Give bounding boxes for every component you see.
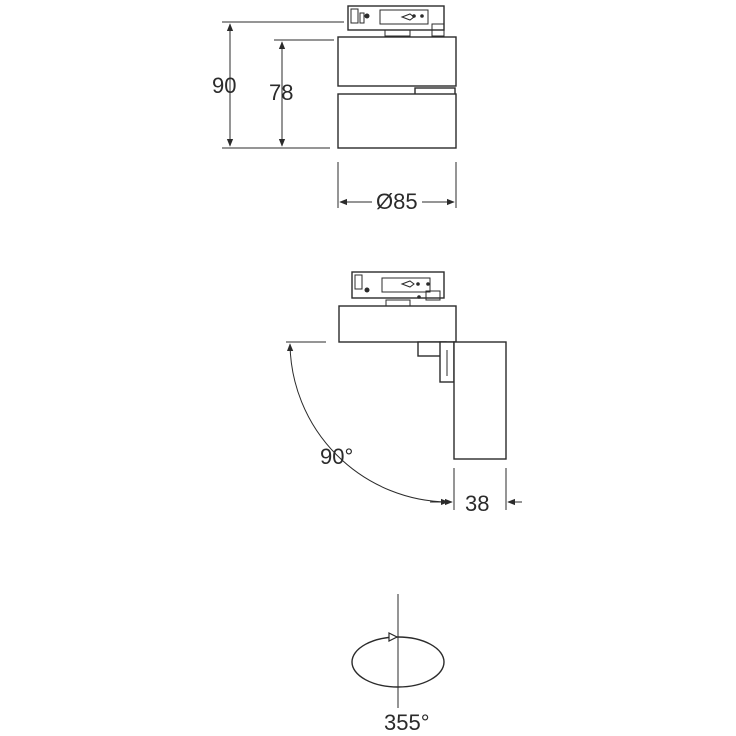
- tilt-arc: 90°: [286, 341, 449, 506]
- upper-housing: [337, 36, 457, 87]
- height-body-label: 78: [269, 80, 293, 105]
- rotation-view: 355°: [351, 594, 445, 735]
- tilt-joint: [417, 341, 455, 383]
- track-adapter: [347, 5, 445, 37]
- head-width-label: 38: [465, 491, 489, 516]
- diameter-label: Ø85: [376, 189, 418, 214]
- dimension-38: 38: [430, 468, 522, 516]
- rotation-arrow-icon: [388, 632, 399, 642]
- tilt-angle-label: 90°: [320, 444, 353, 469]
- rotation-angle-label: 355°: [384, 710, 430, 735]
- track-adapter-side: [351, 271, 445, 307]
- height-total-label: 90: [212, 73, 236, 98]
- tilted-lamp-head: [453, 341, 507, 460]
- dimension-diameter: Ø85: [337, 162, 457, 214]
- upper-housing-side: [338, 305, 457, 343]
- lamp-head: [337, 93, 457, 149]
- dimension-90: 90: [212, 21, 344, 149]
- dimension-78: 78: [269, 39, 334, 147]
- side-view: 90° 38: [286, 271, 522, 516]
- front-view: 90 78 Ø85: [212, 5, 457, 214]
